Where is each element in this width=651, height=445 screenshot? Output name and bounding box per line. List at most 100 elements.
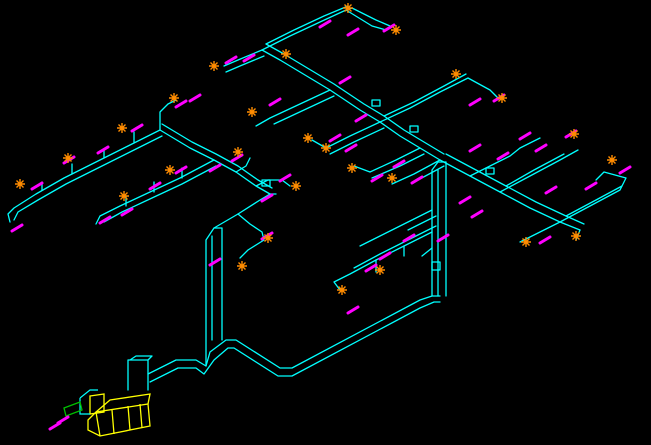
diffuser-star-icon	[387, 173, 397, 183]
label-tag-icon	[392, 159, 406, 169]
label-tag-icon	[436, 233, 450, 243]
diffuser-star-icon	[321, 143, 331, 153]
branch-left-lateral-2b	[103, 165, 217, 223]
label-tag-icon	[468, 143, 482, 153]
label-tag-icon	[96, 145, 110, 155]
diffuser-star-icon	[237, 261, 247, 271]
label-tag-icon	[10, 223, 24, 233]
branch-left-lateral-1	[7, 129, 161, 223]
diffuser-star-icon	[233, 147, 243, 157]
label-tag-icon	[518, 131, 532, 141]
diffuser-star-icon	[347, 163, 357, 173]
diffuser-star-icon	[281, 49, 291, 59]
label-tag-icon	[230, 153, 244, 163]
junction-fitting	[431, 261, 441, 271]
label-tag-icon	[364, 263, 378, 273]
supply-diffusers	[15, 3, 617, 295]
branch-right-up-2	[469, 137, 541, 177]
label-tag-icon	[98, 215, 112, 225]
branch-top-lateral-right	[345, 7, 391, 31]
label-tag-icon	[174, 99, 188, 109]
intake-duct	[63, 401, 83, 417]
label-tag-icon	[410, 175, 424, 185]
main-duct-run-lower	[147, 295, 441, 375]
branch-top-left-drop	[223, 49, 265, 73]
label-tag-icon	[370, 173, 384, 183]
label-tag-icon	[278, 173, 292, 183]
label-tag-icon	[538, 235, 552, 245]
diffuser-star-icon	[291, 181, 301, 191]
label-tag-icon	[174, 165, 188, 175]
outside-air-intake	[63, 401, 83, 417]
label-tag-icon	[48, 421, 62, 431]
main-duct-vertical-right	[431, 161, 447, 297]
main-duct-run-lower-2	[149, 301, 441, 383]
branch-left-stub-1	[41, 131, 135, 191]
label-tag-icon	[188, 93, 202, 103]
label-tag-icon	[458, 195, 472, 205]
branch-right-far	[559, 171, 627, 223]
diffuser-star-icon	[571, 231, 581, 241]
label-tag-icon	[402, 233, 416, 243]
label-tag-icon	[618, 165, 632, 175]
diffuser-star-icon	[169, 93, 179, 103]
branch-lower-center-2	[359, 209, 437, 247]
label-tag-icon	[338, 75, 352, 85]
diffuser-star-icon	[119, 191, 129, 201]
diffuser-star-icon	[607, 155, 617, 165]
junction-fitting	[371, 99, 381, 107]
diffuser-star-icon	[117, 123, 127, 133]
label-tag-icon	[584, 181, 598, 191]
diffuser-star-icon	[521, 237, 531, 247]
branch-left-lateral-1b	[13, 135, 163, 221]
label-tag-icon	[344, 143, 358, 153]
duct-network	[7, 5, 627, 391]
label-tag-icon	[346, 305, 360, 315]
label-tag-icon	[260, 193, 274, 203]
label-tag-icon	[224, 55, 238, 65]
diffuser-star-icon	[303, 133, 313, 143]
label-tag-icon	[470, 209, 484, 219]
label-tag-icon	[468, 97, 482, 107]
diffuser-star-icon	[375, 265, 385, 275]
junction-fitting	[409, 125, 419, 133]
label-tag-icon	[208, 257, 222, 267]
label-tag-icon	[30, 181, 44, 191]
diffuser-star-icon	[497, 93, 507, 103]
branch-left-riser-a	[159, 99, 177, 131]
label-tag-icon	[496, 151, 510, 161]
diffuser-star-icon	[337, 285, 347, 295]
label-tag-icon	[208, 163, 222, 173]
air-handling-unit	[87, 393, 151, 437]
diffuser-star-icon	[63, 153, 73, 163]
diffuser-star-icon	[569, 129, 579, 139]
branch-mid-lateral-1	[255, 89, 335, 127]
junction-fitting	[261, 179, 271, 187]
branch-upper-center-trunk	[261, 49, 441, 161]
diffuser-star-icon	[209, 61, 219, 71]
junction-fitting	[485, 167, 495, 175]
label-tag-icon	[242, 53, 256, 63]
diffuser-star-icon	[263, 233, 273, 243]
label-tag-icon	[534, 143, 548, 153]
label-tag-icon	[354, 113, 368, 123]
label-tag-icon	[378, 251, 392, 261]
label-tag-icon	[346, 27, 360, 37]
label-tag-icon	[544, 185, 558, 195]
ahu-top	[95, 393, 151, 413]
ahu-box-left	[89, 393, 105, 415]
label-tag-icon	[318, 19, 332, 29]
branch-mid-lateral-3	[379, 73, 499, 123]
label-tag-icon	[328, 133, 342, 143]
diffuser-star-icon	[343, 3, 353, 13]
label-tag-icon	[130, 123, 144, 133]
branch-lower-center	[333, 225, 437, 291]
diffuser-star-icon	[391, 25, 401, 35]
branch-mid-lateral-2	[311, 121, 385, 155]
main-duct-riser	[127, 355, 153, 391]
label-tag-icon	[120, 207, 134, 217]
branch-right-up-lateral	[499, 149, 579, 193]
branch-lower-left	[237, 213, 265, 259]
